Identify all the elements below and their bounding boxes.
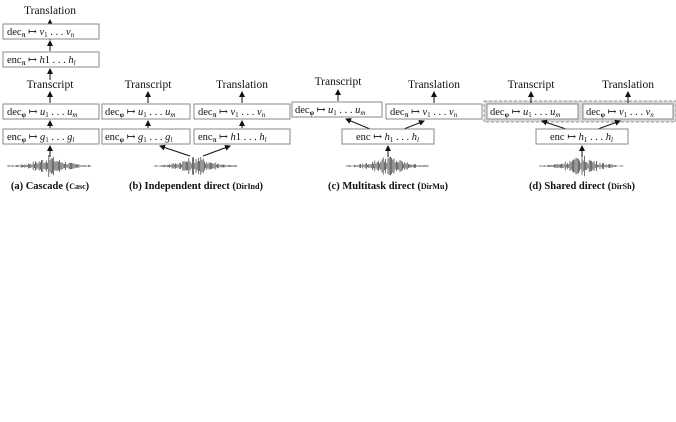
transcript-label: Transcript	[27, 79, 75, 91]
decoder-phi-box	[486, 103, 579, 120]
encoder-phi-text: encφ ↦ g1 . . . gl	[7, 132, 74, 144]
panel-shared-direct: Transcript Translation decφ ↦ u1 . . . u…	[483, 79, 676, 192]
audio-waveform	[153, 157, 238, 175]
panel-multitask-direct: Transcript decφ ↦ u1 . . . um Translatio…	[291, 76, 483, 192]
decoder-phi-text: decφ ↦ u1 . . . um	[7, 107, 77, 119]
decoder-pi-text: decπ ↦ v1 . . . vn	[198, 107, 266, 119]
translation-label: Translation	[602, 79, 654, 91]
audio-waveform	[345, 156, 430, 176]
translation-label: Translation	[408, 79, 460, 91]
panel-independent-direct: Transcript decφ ↦ u1 . . . um encφ ↦ g1 …	[101, 79, 291, 192]
encoder-phi-box	[101, 128, 191, 145]
encoder-text: enc ↦ h1 . . . hl	[356, 132, 419, 144]
caption-shared-direct: (d) Shared direct (DirSh)	[529, 181, 636, 192]
translation-label: Translation	[24, 5, 76, 17]
encoder-box	[341, 128, 435, 145]
encoder-pi-text: encπ ↦ h1 . . . hl	[7, 55, 76, 67]
caption-multitask-direct: (c) Multitask direct (DirMu)	[328, 181, 448, 192]
decoder-phi-box-2	[582, 103, 674, 120]
encoder-box	[535, 128, 629, 145]
decoder-phi-text: decφ ↦ u1 . . . um	[490, 107, 560, 119]
decoder-pi-text: decπ ↦ v1 . . . vn	[390, 107, 458, 119]
caption-independent-direct: (b) Independent direct (DirInd)	[129, 181, 263, 192]
encoder-phi-text: encφ ↦ g1 . . . gl	[105, 132, 172, 144]
shared-decoder-outline	[483, 100, 676, 123]
encoder-phi-box	[2, 128, 100, 145]
decoder-phi-box	[101, 103, 191, 120]
decoder-phi-text: decφ ↦ u1 . . . um	[295, 105, 365, 117]
decoder-pi-text: decπ ↦ v1 . . . vn	[7, 27, 75, 39]
panel-cascade: Translation decπ ↦ v1 . . . vn encπ ↦ h1…	[2, 5, 100, 192]
decoder-pi-box	[193, 103, 291, 120]
audio-waveform	[7, 155, 92, 177]
decoder-pi-box	[385, 103, 483, 120]
decoder-pi-box	[2, 23, 100, 40]
encoder-pi-text: encπ ↦ h1 . . . hl	[198, 132, 267, 144]
caption-cascade: (a) Cascade (Casc)	[11, 181, 90, 192]
decoder-phi-box	[2, 103, 100, 120]
transcript-label: Transcript	[315, 76, 363, 88]
audio-waveform	[539, 155, 624, 177]
transcript-label: Transcript	[125, 79, 173, 91]
translation-label: Translation	[216, 79, 268, 91]
decoder-phi-text-2: decφ ↦ v1 . . . vn	[586, 107, 654, 119]
transcript-label: Transcript	[508, 79, 556, 91]
encoder-pi-box	[193, 128, 291, 145]
decoder-phi-box	[291, 101, 383, 118]
decoder-phi-text: decφ ↦ u1 . . . um	[105, 107, 175, 119]
encoder-pi-box	[2, 51, 100, 68]
encoder-text: enc ↦ h1 . . . hl	[550, 132, 613, 144]
